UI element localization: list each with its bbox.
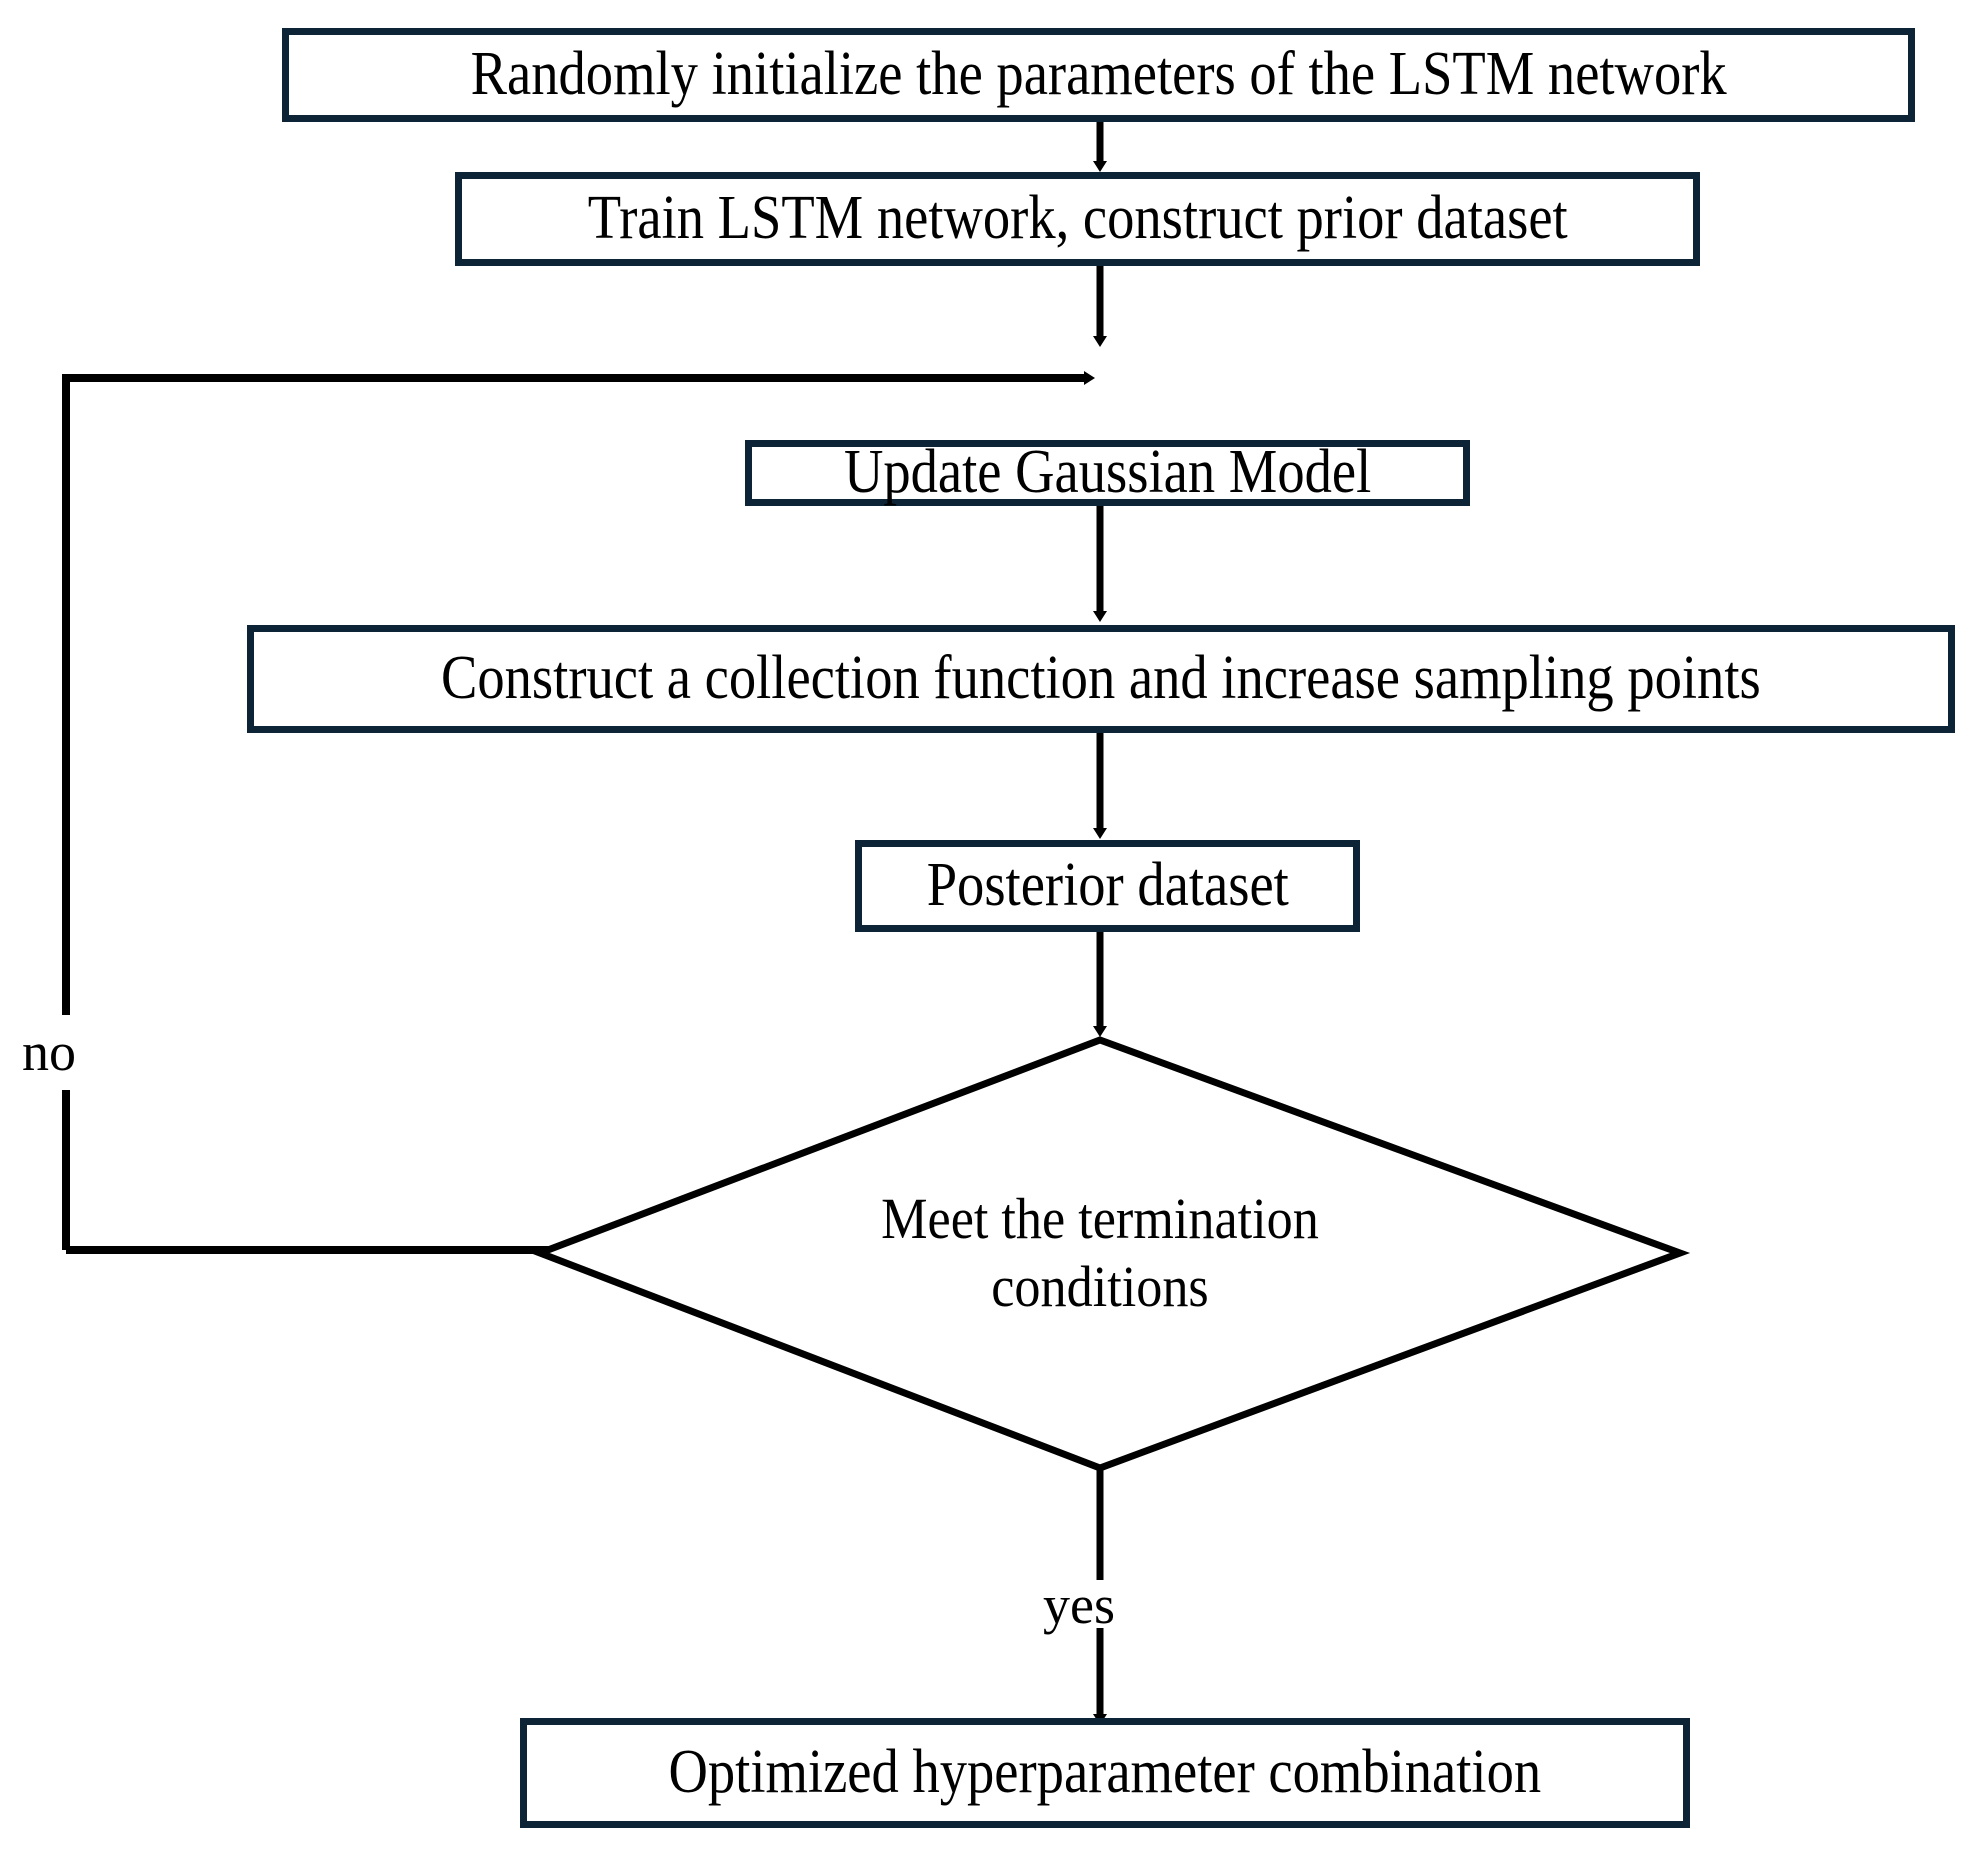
node-construct-collection-function-label: Construct a collection function and incr… (441, 644, 1761, 713)
decision-label-line-2: conditions (991, 1254, 1209, 1320)
node-decision-meet-termination-conditions[interactable]: Meet the termination conditions (700, 1185, 1500, 1322)
decision-label-line-1: Meet the termination (881, 1186, 1319, 1251)
node-optimized-hyperparameter-combination[interactable]: Optimized hyperparameter combination (520, 1718, 1690, 1828)
node-optimized-hyperparameter-combination-label: Optimized hyperparameter combination (668, 1738, 1542, 1807)
node-train-lstm-label: Train LSTM network, construct prior data… (587, 184, 1568, 253)
node-construct-collection-function[interactable]: Construct a collection function and incr… (247, 625, 1955, 733)
edge-label-yes-text: yes (1043, 1575, 1115, 1635)
node-train-lstm[interactable]: Train LSTM network, construct prior data… (455, 172, 1700, 266)
edge-label-no: no (22, 1025, 76, 1079)
node-update-gaussian-model[interactable]: Update Gaussian Model (745, 440, 1470, 506)
node-randomly-initialize[interactable]: Randomly initialize the parameters of th… (282, 28, 1915, 122)
edge-label-no-text: no (22, 1022, 76, 1082)
node-randomly-initialize-label: Randomly initialize the parameters of th… (470, 40, 1727, 109)
edge-decision-no-feedback (62, 371, 1095, 1254)
node-posterior-dataset[interactable]: Posterior dataset (855, 840, 1360, 932)
node-update-gaussian-model-label: Update Gaussian Model (843, 438, 1372, 507)
node-posterior-dataset-label: Posterior dataset (926, 851, 1289, 920)
edge-label-yes: yes (1043, 1578, 1115, 1632)
